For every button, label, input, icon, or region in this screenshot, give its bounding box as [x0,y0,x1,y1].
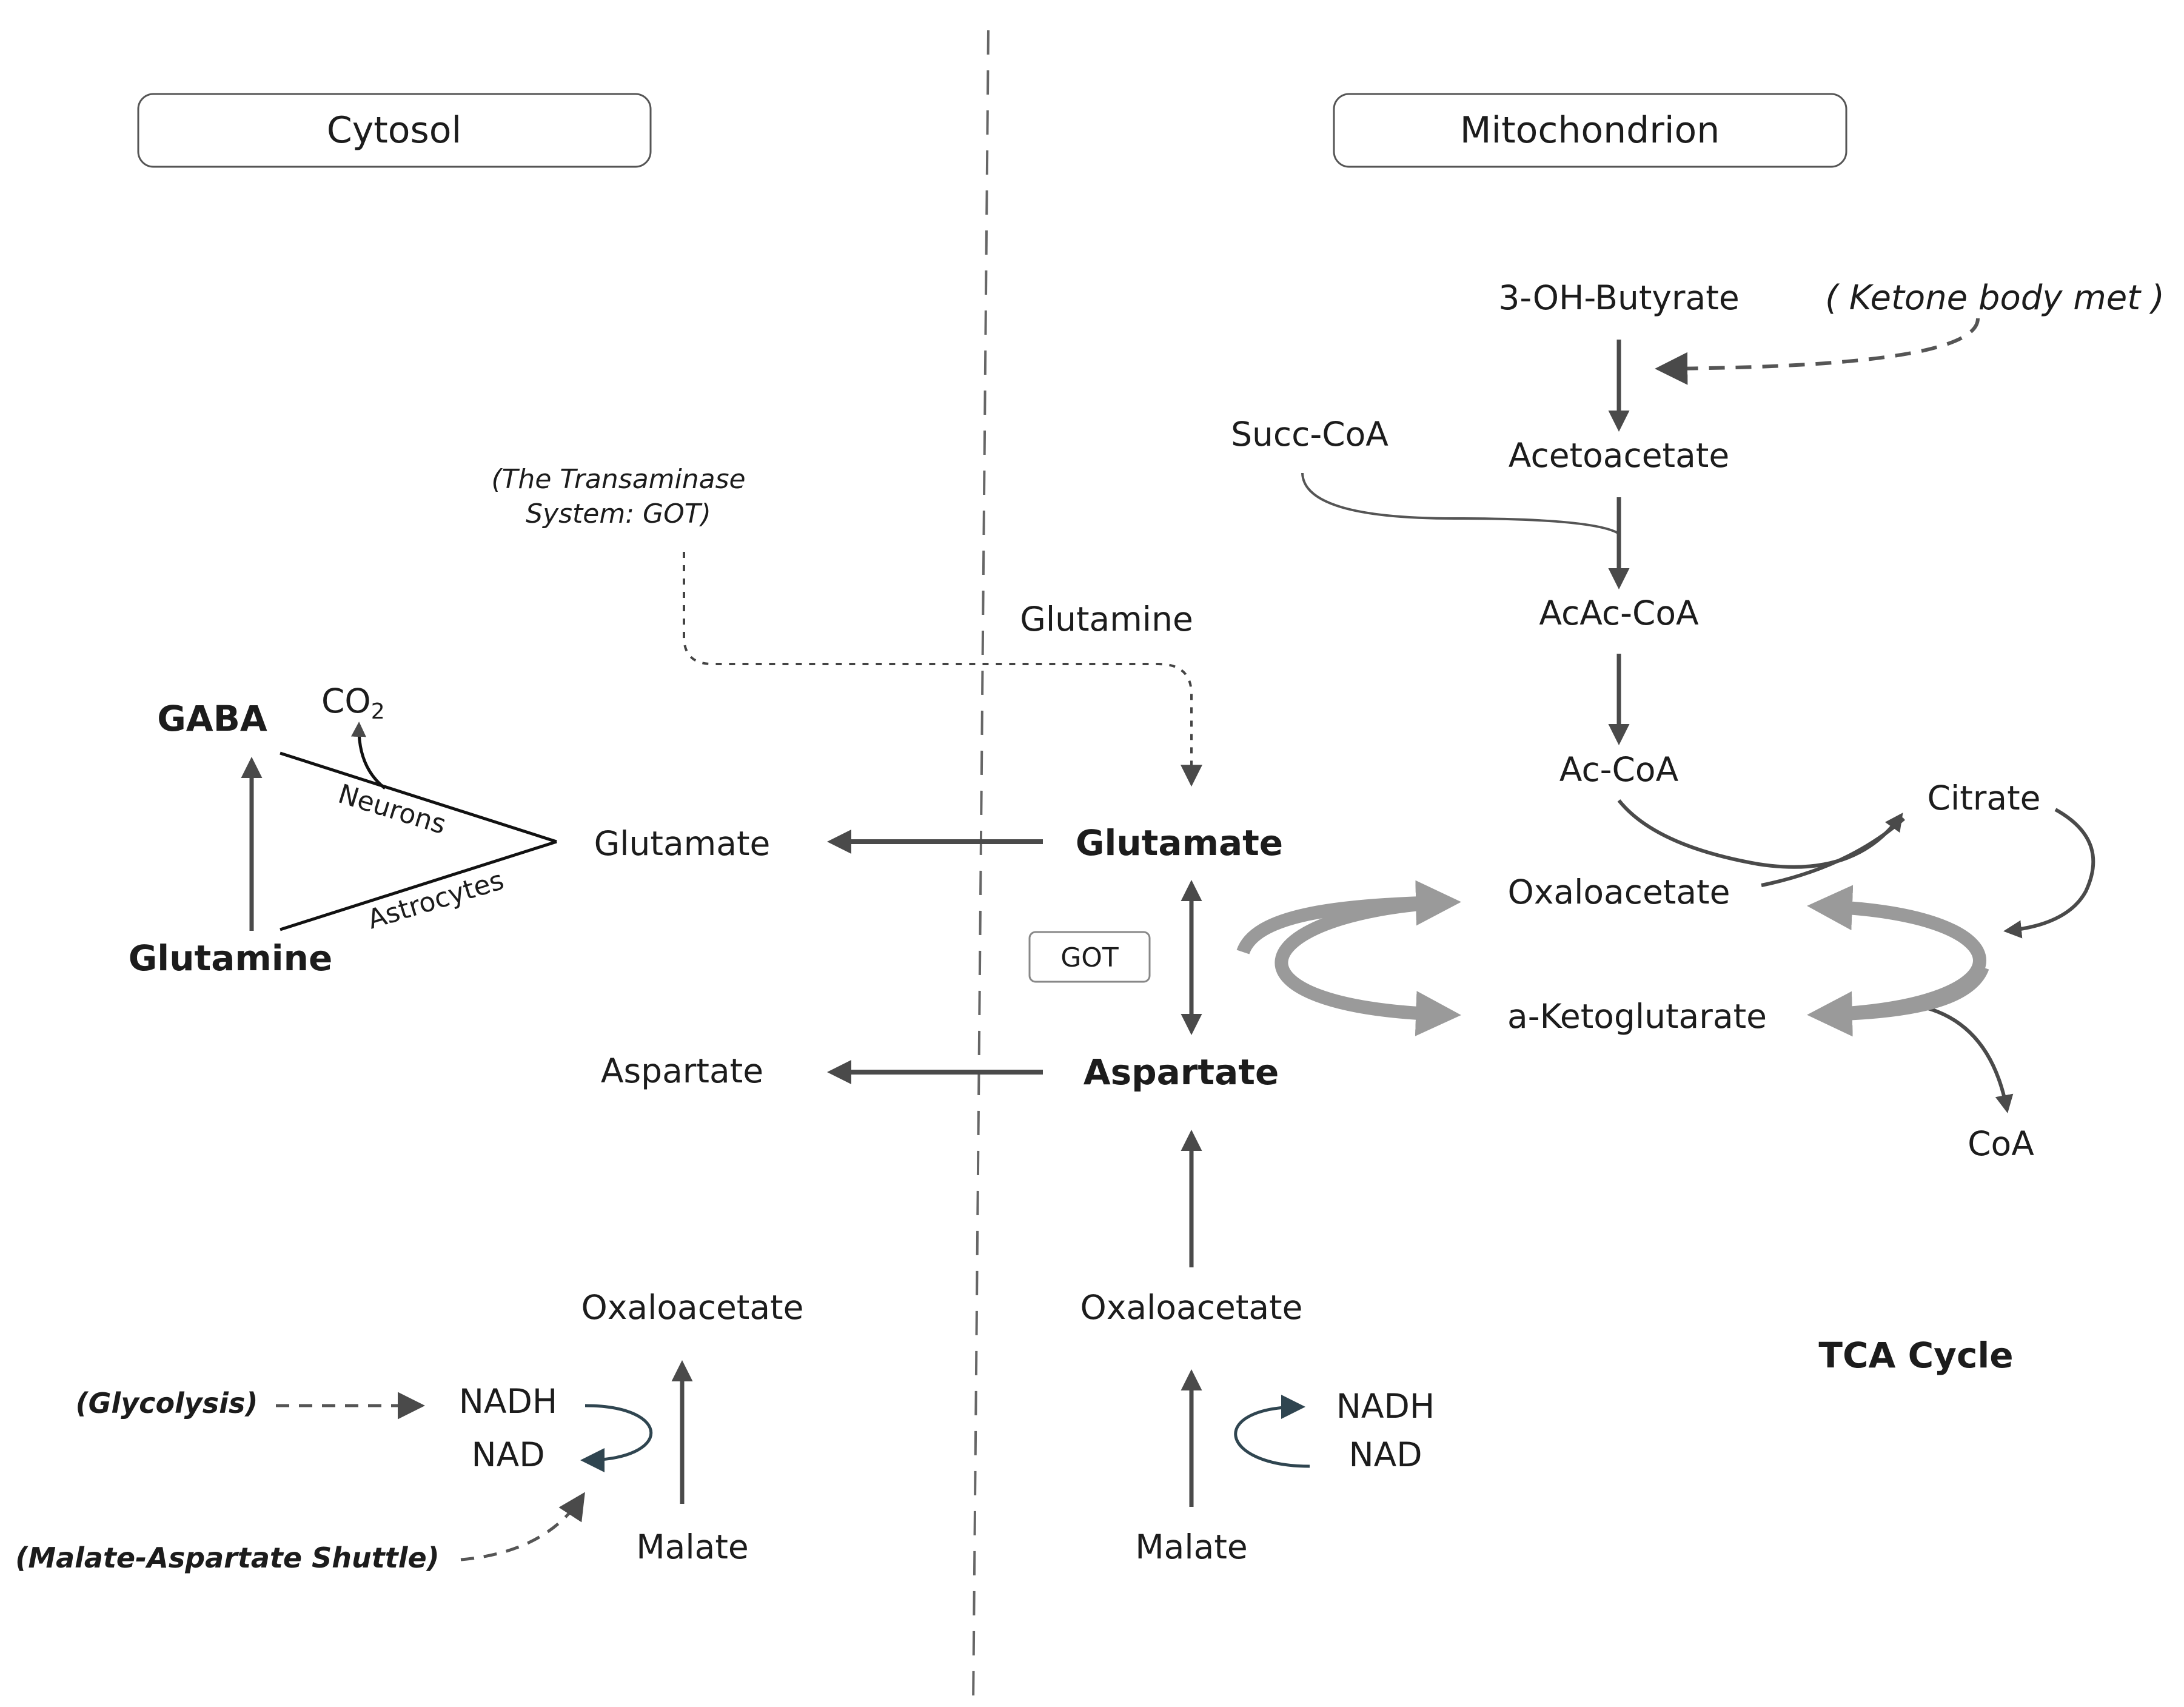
mito-malate-label: Malate [1135,1528,1248,1566]
succ-coa-label: Succ-CoA [1231,415,1388,454]
arrow-cycle-to-coa [1903,1002,2014,1113]
got-enzyme-box [1028,931,1151,983]
transaminase-note-line1: (The Transaminase [491,464,745,495]
ketone-note: ( Ketone body met ) [1825,278,2165,318]
got-enzyme-label: GOT [1060,942,1119,973]
mito-glutamine-label: Glutamine [1020,600,1193,639]
tca-loop-right-bottom [1807,964,1989,1037]
astrocytes-edge [280,840,557,931]
succ-coa-link [1301,472,1620,535]
tca-oxaloacetate-label: Oxaloacetate [1508,873,1730,911]
mito-oxaloacetate-label: Oxaloacetate [1080,1288,1303,1327]
acac-coa-label: AcAc-CoA [1539,594,1699,632]
arrow-oxaloacetate-to-citrate [1761,817,1905,887]
cytosol-nadh-label: NADH [459,1382,557,1421]
cytosol-aspartate-label: Aspartate [601,1051,763,1090]
butyrate-label: 3-OH-Butyrate [1498,278,1739,317]
ac-coa-label: Ac-CoA [1559,750,1679,789]
cytosol-glutamate-label: Glutamate [594,824,771,863]
cytosol-malate-label: Malate [636,1528,749,1566]
co2-text: CO [321,682,371,720]
gaba-label: GABA [157,698,267,739]
mitochondrion-header-box [1333,93,1847,168]
co2-subscript: 2 [371,699,385,724]
mito-aspartate-label: Aspartate [1084,1051,1279,1093]
cytosol-glutamine-label: Glutamine [129,937,333,979]
transamination-loop-left-top [1236,880,1461,955]
redox-loop-cytosol [580,1404,653,1472]
cytosol-oxaloacetate-label: Oxaloacetate [581,1288,804,1327]
citrate-label: Citrate [1928,779,2041,817]
acetoacetate-label: Acetoacetate [1509,436,1729,475]
arrow-ac-coa-to-citrate [1617,799,1903,869]
mito-nad-label: NAD [1348,1435,1422,1474]
coa-label: CoA [1968,1124,2034,1163]
cytosol-header: Cytosol [327,109,461,152]
compartment-divider [972,30,990,1707]
mito-nadh-label: NADH [1336,1387,1435,1426]
mitochondrion-header: Mitochondrion [1460,109,1720,152]
ketone-link [1655,318,1980,385]
shuttle-link [460,1492,585,1561]
redox-loop-mito [1234,1395,1310,1468]
glycolysis-note: (Glycolysis) [76,1387,258,1420]
arrow-to-co2 [350,722,386,790]
arrow-citrate-to-cycle [2003,808,2095,939]
tca-cycle-label: TCA Cycle [1818,1335,2013,1376]
transaminase-note-line2: System: GOT) [526,498,711,529]
cytosol-nad-label: NAD [471,1435,544,1474]
transaminase-link [683,552,1202,787]
mito-glutamate-label: Glutamate [1076,822,1283,864]
ketoglutarate-label: a-Ketoglutarate [1507,997,1767,1036]
shuttle-note: (Malate-Aspartate Shuttle) [15,1541,439,1574]
co2-label: CO2 [321,682,385,724]
astrocytes-label: Astrocytes [364,865,507,936]
cytosol-header-box [137,93,652,168]
neurons-edge [280,751,557,843]
